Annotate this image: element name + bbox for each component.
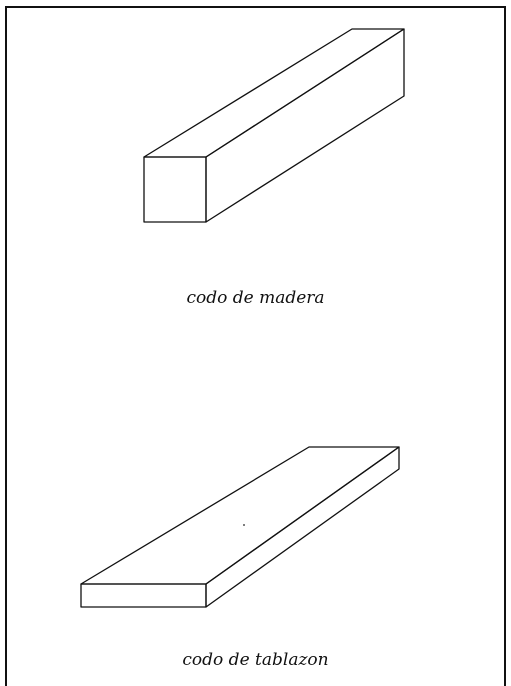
- plank-top-face: [80, 446, 400, 585]
- plank-side-face: [205, 446, 400, 608]
- figure-frame: [5, 6, 506, 686]
- caption-square-beam: codo de madera: [186, 288, 325, 308]
- caption-flat-plank: codo de tablazon: [182, 650, 329, 670]
- speck: [243, 524, 245, 526]
- beam-side-face: [205, 28, 405, 223]
- plank-front-face: [80, 583, 207, 608]
